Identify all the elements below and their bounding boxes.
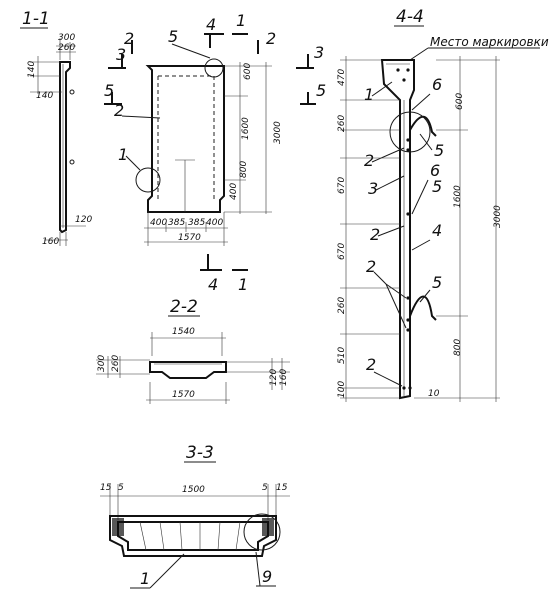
section-2-2-profile (149, 361, 227, 379)
cut-4-top: 4 (206, 15, 216, 34)
dim-300: 300 (58, 33, 75, 43)
dim-800-s44: 800 (453, 339, 463, 356)
dim-385-a: 385 (168, 218, 185, 228)
section-3-3-title: 3-3 (186, 443, 214, 463)
section-4-4-profile (380, 59, 415, 400)
dim-140-top: 140 (27, 61, 37, 78)
dim-1570-front: 1570 (178, 233, 201, 243)
dim-15-left: 15 (100, 483, 112, 493)
dim-120-s22: 120 (269, 369, 279, 386)
dim-1540: 1540 (172, 327, 195, 337)
cut-5-left: 5 (104, 81, 114, 100)
callout-9: 9 (262, 567, 272, 586)
section-1-1-title: 1-1 (22, 9, 50, 29)
marking-place-note: Место маркировки (430, 35, 549, 49)
dim-470: 470 (337, 69, 347, 86)
dim-5-left: 5 (118, 483, 124, 493)
dim-260-s44b: 260 (337, 297, 347, 314)
dim-160-s22: 160 (279, 369, 289, 386)
section-4-4: 4-4 Место маркировки 1 6 5 2 3 (337, 7, 549, 402)
dim-1500: 1500 (182, 485, 205, 495)
callout-5-mid: 5 (434, 141, 444, 160)
cut-2-top-right: 2 (266, 29, 276, 48)
panel-outline (145, 65, 225, 213)
callout-3: 3 (368, 179, 378, 198)
cut-2-top-left: 2 (124, 29, 134, 48)
dim-385-b: 385 (188, 218, 205, 228)
section-1-1: 1-1 300 260 140 140 120 160 (20, 9, 92, 247)
dim-300-s22: 300 (97, 355, 107, 372)
callout-4: 4 (432, 221, 442, 240)
dim-400-right: 400 (206, 218, 223, 228)
dim-5-right: 5 (262, 483, 268, 493)
cut-1-top: 1 (236, 11, 246, 30)
section-4-4-title: 4-4 (396, 7, 424, 27)
dim-670-b: 670 (337, 243, 347, 260)
dim-400-left: 400 (150, 218, 167, 228)
callout-1-front: 1 (118, 145, 128, 164)
dim-260-s44a: 260 (337, 115, 347, 132)
section-3-3-profile (109, 515, 277, 557)
callout-6-top: 6 (432, 75, 442, 94)
callout-2-front: 2 (114, 101, 124, 120)
detail-circle-4-4 (389, 111, 431, 153)
dim-3000: 3000 (273, 121, 283, 144)
dim-600-s44: 600 (455, 93, 465, 110)
section-2-2: 2-2 1540 300 260 120 160 1570 (96, 297, 290, 404)
dim-120: 120 (75, 215, 92, 225)
dim-10: 10 (428, 389, 440, 399)
detail-circle-left (135, 167, 161, 193)
callout-2-d: 2 (366, 355, 376, 374)
dim-15-right: 15 (276, 483, 288, 493)
dim-260-s22: 260 (111, 355, 121, 372)
dim-600: 600 (243, 63, 253, 80)
callout-1-s44: 1 (364, 85, 374, 104)
dim-1600-s44: 1600 (453, 185, 463, 208)
callout-2-a: 2 (364, 151, 374, 170)
section-2-2-title: 2-2 (170, 297, 198, 317)
dim-670-a: 670 (337, 177, 347, 194)
detail-circle-9 (243, 513, 281, 551)
dim-100: 100 (337, 381, 347, 398)
dim-3000-s44: 3000 (493, 205, 503, 228)
dim-140: 140 (36, 91, 53, 101)
callout-5-right: 5 (432, 177, 442, 196)
callout-6-mid: 6 (430, 161, 440, 180)
callout-5-bottom: 5 (432, 273, 442, 292)
cut-4-bottom: 4 (208, 275, 218, 294)
dim-510: 510 (337, 347, 347, 364)
front-view: 2 3 5 4 1 2 3 5 5 2 1 (104, 11, 326, 294)
callout-2-c: 2 (366, 257, 376, 276)
dim-800: 800 (239, 161, 249, 178)
callout-5-top: 5 (168, 27, 178, 46)
cut-1-bottom: 1 (238, 275, 248, 294)
cut-5-right: 5 (316, 81, 326, 100)
callout-2-b: 2 (370, 225, 380, 244)
cut-3-right: 3 (314, 43, 324, 62)
detail-circle-top (204, 58, 224, 78)
panel-profile (59, 61, 71, 234)
dim-260: 260 (58, 43, 75, 53)
callout-1-s33: 1 (140, 569, 150, 588)
dim-1570-s22: 1570 (172, 390, 195, 400)
dim-1600: 1600 (241, 117, 251, 140)
section-3-3: 3-3 15 5 1500 5 15 1 9 (100, 443, 290, 589)
dim-160: 160 (42, 237, 59, 247)
dim-400: 400 (229, 183, 239, 200)
